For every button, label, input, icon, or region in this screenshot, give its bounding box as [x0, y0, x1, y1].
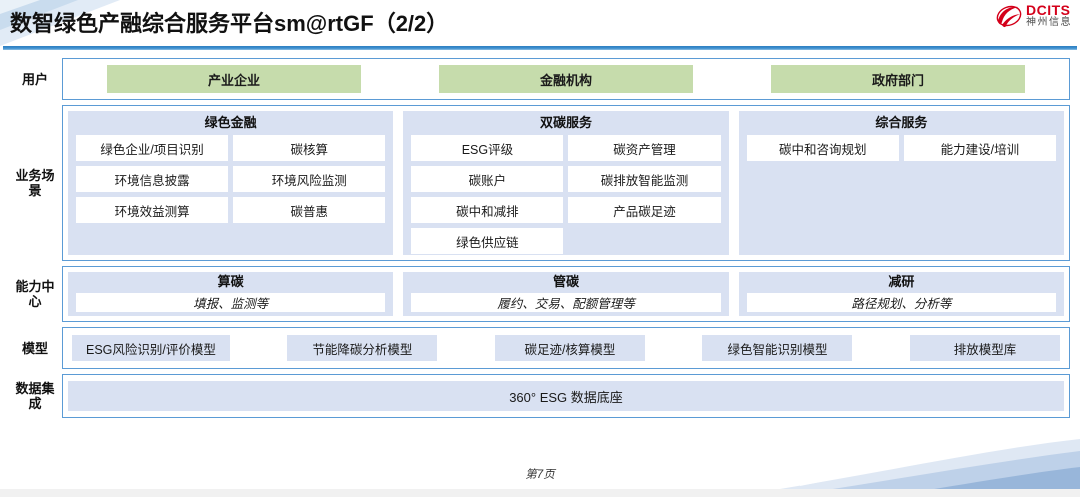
scenario-tile[interactable]: 环境风险监测 — [233, 166, 386, 193]
architecture-matrix: 用户 产业企业 金融机构 政府部门 业务场景 绿色金融 绿色企业/项目识别 — [8, 58, 1070, 458]
scenario-tile[interactable]: 绿色供应链 — [411, 228, 564, 255]
ability-group-reduce-research: 减研 路径规划、分析等 — [738, 272, 1064, 316]
scenario-group-comprehensive: 综合服务 碳中和咨询规划 能力建设/培训 — [738, 111, 1064, 255]
brand-logo: DCITS 神州信息 — [996, 3, 1072, 28]
scenario-tile[interactable]: 碳资产管理 — [568, 135, 721, 162]
scenario-tile[interactable]: 碳核算 — [233, 135, 386, 162]
model-chip[interactable]: 节能降碳分析模型 — [287, 335, 438, 361]
model-chip[interactable]: 绿色智能识别模型 — [702, 335, 853, 361]
scenario-group-title: 双碳服务 — [539, 115, 592, 130]
model-chip[interactable]: 排放模型库 — [910, 335, 1060, 361]
ability-group-title: 算碳 — [217, 274, 244, 289]
page-title: 数智绿色产融综合服务平台sm@rtGF（2/2） — [10, 11, 449, 36]
title-divider — [3, 46, 1077, 50]
dcits-swoosh-icon — [996, 5, 1022, 27]
row-label-data-integration: 数据集成 — [15, 381, 55, 411]
scenario-tile[interactable]: 绿色企业/项目识别 — [76, 135, 229, 162]
scenario-tile[interactable]: 碳排放智能监测 — [568, 166, 721, 193]
row-body-ability-center: 算碳 填报、监测等 管碳 履约、交易、配额管理等 减研 路径规划、分析等 — [62, 266, 1070, 322]
ability-group-subtitle[interactable]: 填报、监测等 — [76, 292, 386, 312]
scenario-tile[interactable]: 环境信息披露 — [76, 166, 229, 193]
row-label-users: 用户 — [21, 71, 48, 87]
ability-group-subtitle[interactable]: 履约、交易、配额管理等 — [411, 292, 721, 312]
scenario-tile[interactable]: 环境效益测算 — [76, 197, 229, 224]
ability-group-title: 减研 — [888, 274, 915, 289]
row-body-scenarios: 绿色金融 绿色企业/项目识别 碳核算 环境信息披露 环境风险监测 环境效益测算 … — [62, 105, 1070, 261]
data-foundation-bar[interactable]: 360° ESG 数据底座 — [68, 381, 1064, 411]
row-body-users: 产业企业 金融机构 政府部门 — [62, 58, 1070, 100]
row-label-models: 模型 — [21, 340, 48, 356]
row-label-scenarios: 业务场景 — [15, 168, 55, 198]
row-models: 模型 ESG风险识别/评价模型 节能降碳分析模型 碳足迹/核算模型 绿色智能识别… — [8, 327, 1070, 371]
ability-group-calc-carbon: 算碳 填报、监测等 — [68, 272, 394, 316]
row-scenarios: 业务场景 绿色金融 绿色企业/项目识别 碳核算 环境信息披露 环境风险监测 环境… — [8, 105, 1070, 263]
logo-text-en: DCITS — [1026, 2, 1071, 18]
scenario-tile[interactable]: 碳普惠 — [233, 197, 386, 224]
scenario-group-title: 综合服务 — [875, 115, 928, 130]
scenario-group-title: 绿色金融 — [204, 115, 257, 130]
model-chip[interactable]: 碳足迹/核算模型 — [494, 335, 645, 361]
user-chip[interactable]: 金融机构 — [439, 65, 693, 93]
page-number: 第7页 — [525, 469, 555, 481]
scenario-group-dual-carbon: 双碳服务 ESG评级 碳资产管理 碳账户 碳排放智能监测 碳中和减排 产品碳足迹… — [403, 111, 729, 255]
scenario-tile[interactable]: 碳中和咨询规划 — [746, 135, 899, 162]
scenario-group-green-finance: 绿色金融 绿色企业/项目识别 碳核算 环境信息披露 环境风险监测 环境效益测算 … — [68, 111, 394, 255]
row-ability-center: 能力中心 算碳 填报、监测等 管碳 履约、交易、配额管理等 减研 路径规划、分析… — [8, 266, 1070, 324]
bottom-strip — [0, 489, 1080, 497]
user-chip[interactable]: 产业企业 — [107, 65, 361, 93]
scenario-tile[interactable]: 碳中和减排 — [411, 197, 564, 224]
model-chip[interactable]: ESG风险识别/评价模型 — [72, 335, 230, 361]
row-body-data-integration: 360° ESG 数据底座 — [62, 374, 1070, 418]
scenario-tile[interactable]: 产品碳足迹 — [568, 197, 721, 224]
user-chip[interactable]: 政府部门 — [771, 65, 1025, 93]
row-data-integration: 数据集成 360° ESG 数据底座 — [8, 374, 1070, 420]
ability-group-title: 管碳 — [552, 274, 579, 289]
ability-group-subtitle[interactable]: 路径规划、分析等 — [746, 292, 1056, 312]
scenario-tile[interactable]: 能力建设/培训 — [903, 135, 1056, 162]
row-users: 用户 产业企业 金融机构 政府部门 — [8, 58, 1070, 102]
logo-text-cn: 神州信息 — [1026, 17, 1072, 28]
scenario-tile[interactable]: 碳账户 — [411, 166, 564, 193]
row-body-models: ESG风险识别/评价模型 节能降碳分析模型 碳足迹/核算模型 绿色智能识别模型 … — [62, 327, 1070, 369]
row-label-ability-center: 能力中心 — [15, 279, 55, 309]
scenario-tile[interactable]: ESG评级 — [411, 135, 564, 162]
ability-group-manage-carbon: 管碳 履约、交易、配额管理等 — [403, 272, 729, 316]
